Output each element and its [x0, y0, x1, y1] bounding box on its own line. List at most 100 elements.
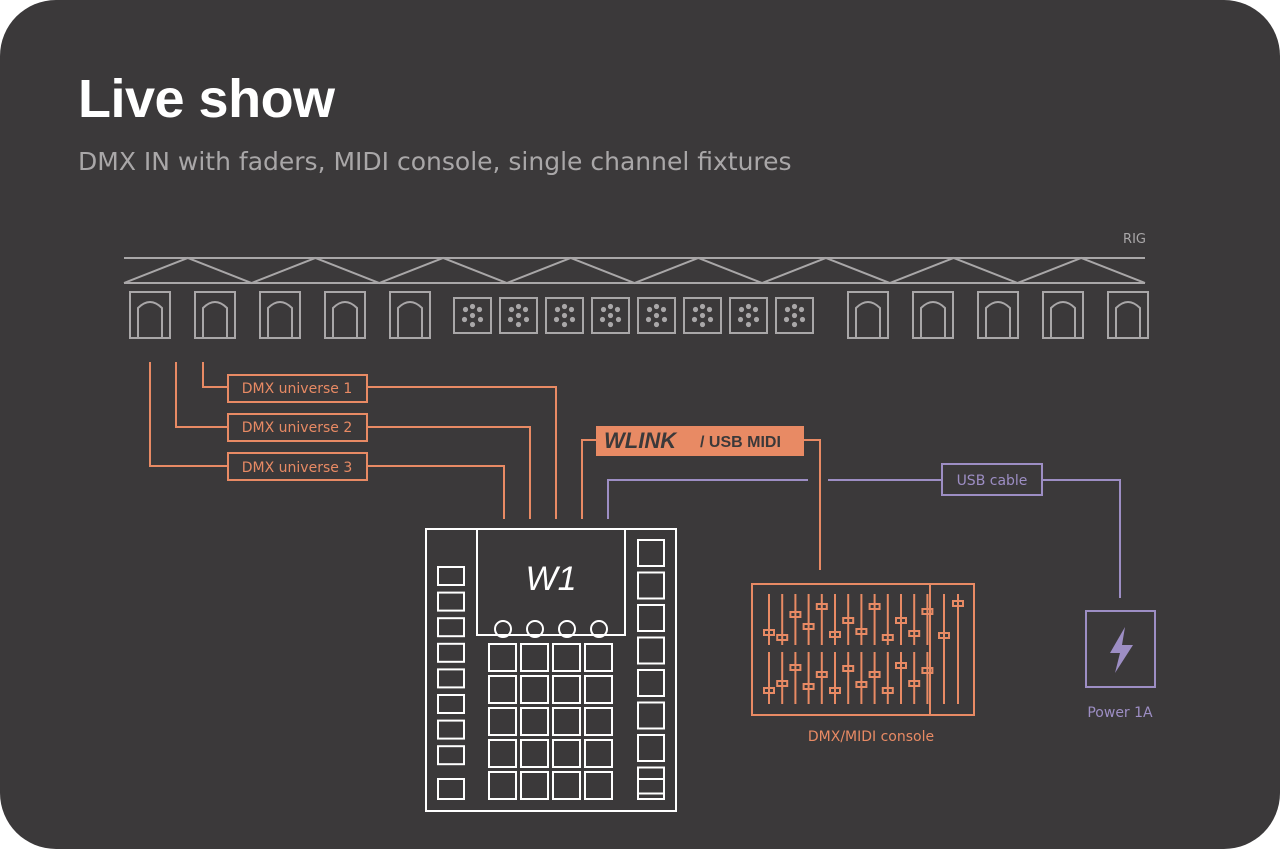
w1-left-button — [437, 566, 465, 586]
led-dot — [469, 312, 476, 319]
par-fixture — [912, 291, 954, 339]
led-dot — [745, 303, 752, 310]
console-fader-cap — [908, 630, 921, 637]
led-dot — [745, 321, 752, 328]
w1-pad — [584, 643, 613, 672]
dmx-cables — [149, 362, 557, 519]
w1-left-button — [437, 719, 465, 740]
led-dot — [522, 306, 529, 313]
par-fixture — [1107, 291, 1149, 339]
wlink-cable — [581, 439, 821, 570]
led-dot — [561, 303, 568, 310]
par-fixture-lens — [1115, 301, 1141, 338]
par-fixture-housing — [194, 291, 236, 339]
par-fixture — [129, 291, 171, 339]
console-fader-cap — [802, 623, 815, 630]
console-fader-cap — [855, 628, 868, 635]
w1-device — [425, 528, 677, 812]
dmx-universe-1-text: DMX universe 1 — [242, 381, 352, 397]
led-dot — [554, 306, 561, 313]
dmx-universe-2-box — [227, 413, 368, 442]
usb-cable — [607, 479, 1121, 598]
w1-knob — [494, 620, 512, 638]
w1-pad — [552, 643, 581, 672]
console-fader-cap — [895, 617, 907, 624]
w1-pad — [584, 739, 613, 768]
fixtures-row — [129, 291, 1149, 339]
w1-screen — [476, 528, 626, 636]
console-fader-cap — [921, 608, 934, 615]
led-dot — [553, 316, 560, 323]
par-fixture-housing — [1107, 291, 1149, 339]
par-fixture-housing — [847, 291, 889, 339]
w1-pad-grid — [488, 643, 613, 800]
truss-lattice — [123, 256, 1146, 285]
led-fixture — [637, 297, 676, 334]
led-fixture — [729, 297, 768, 334]
par-fixture-lens — [985, 301, 1011, 338]
dmx-universe-2-label: DMX universe 2 — [227, 413, 368, 442]
led-dot — [515, 303, 522, 310]
w1-pad — [488, 771, 517, 800]
console-fader-cap — [895, 662, 907, 669]
dmx-universe-2-text: DMX universe 2 — [242, 420, 352, 436]
led-dot — [477, 316, 484, 323]
console-master-fader-cap — [952, 600, 964, 607]
led-fixture-housing — [683, 297, 722, 334]
led-fixture-housing — [545, 297, 584, 334]
w1-left-button — [437, 617, 465, 638]
par-fixture-housing — [912, 291, 954, 339]
par-fixture — [389, 291, 431, 339]
par-fixture — [1042, 291, 1084, 339]
par-fixture-lens — [267, 301, 293, 338]
w1-pad — [520, 739, 549, 768]
led-dot — [661, 316, 668, 323]
console-fader-cap — [815, 671, 828, 678]
led-dot — [607, 303, 614, 310]
w1-right-button — [637, 539, 665, 567]
w1-left-button — [437, 694, 465, 714]
w1-left-button — [437, 778, 465, 800]
w1-left-button — [437, 591, 465, 612]
led-dot — [707, 316, 714, 323]
console-fader-cap — [829, 687, 841, 694]
w1-right-buttons — [637, 539, 665, 800]
led-dot — [476, 306, 483, 313]
led-dot — [561, 321, 568, 328]
led-fixture-housing — [729, 297, 768, 334]
par-fixture — [259, 291, 301, 339]
w1-pad — [488, 739, 517, 768]
w1-knob — [526, 620, 544, 638]
console-fader-cap — [776, 634, 789, 641]
w1-knob — [558, 620, 576, 638]
w1-right-button — [637, 766, 665, 795]
led-dot — [615, 316, 622, 323]
w1-pad — [488, 675, 517, 704]
led-fixture — [499, 297, 538, 334]
led-dot — [469, 303, 476, 310]
w1-left-button — [437, 668, 465, 689]
led-dot — [752, 306, 759, 313]
led-dot — [791, 312, 798, 319]
dmx-universe-3-box — [227, 452, 368, 481]
led-fixture — [545, 297, 584, 334]
w1-pad — [520, 643, 549, 672]
wlink-suffix: / USB MIDI — [700, 434, 781, 451]
console-fader-cap — [789, 664, 802, 671]
console-fader-cap — [842, 665, 855, 672]
wlink-badge-bg — [596, 426, 804, 456]
console-fader-cap — [776, 680, 789, 687]
dmx-universe-3-text: DMX universe 3 — [242, 460, 352, 476]
console-fader-cap — [868, 671, 881, 678]
w1-pad — [584, 675, 613, 704]
w1-left-button — [437, 745, 465, 766]
led-fixture — [775, 297, 814, 334]
w1-right-button — [637, 701, 665, 730]
midi-console-label: DMX/MIDI console — [808, 729, 934, 745]
led-dot — [706, 306, 713, 313]
w1-pad — [584, 707, 613, 736]
led-dot — [798, 306, 805, 313]
led-dot — [607, 321, 614, 328]
